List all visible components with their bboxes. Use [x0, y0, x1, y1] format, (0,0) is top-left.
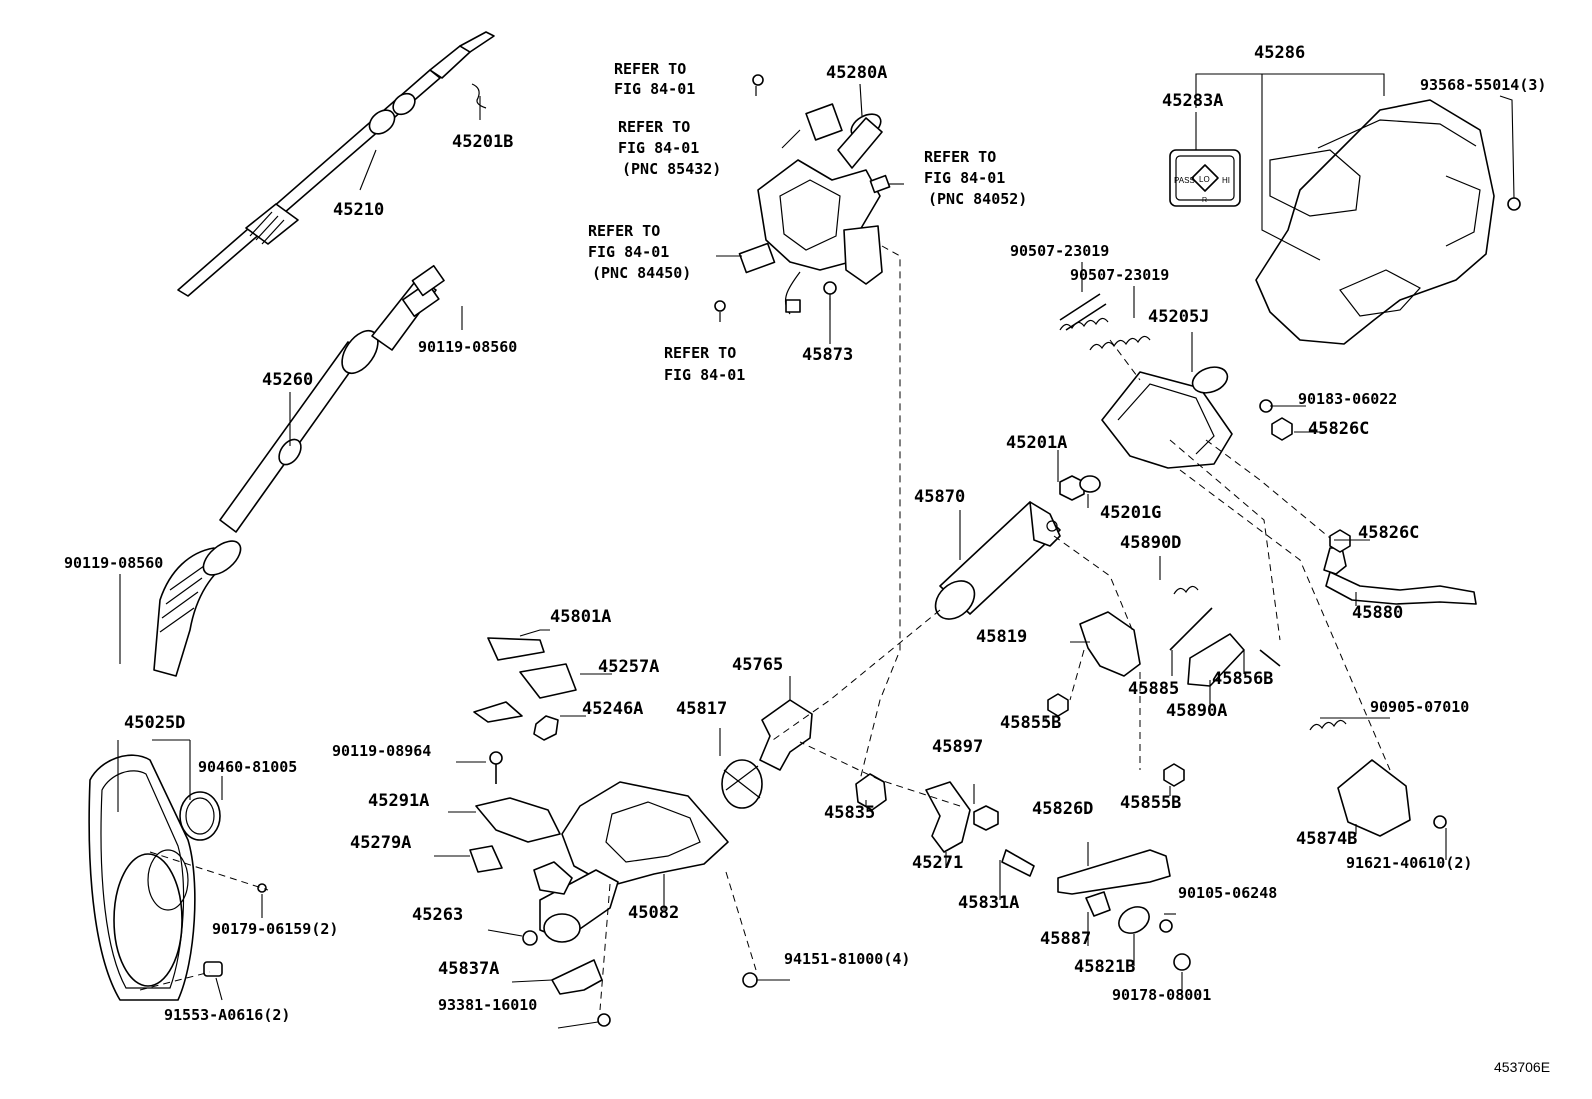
label-45817: 45817 — [676, 699, 727, 719]
label-45887: 45887 — [1040, 929, 1091, 949]
label-45210: 45210 — [333, 200, 384, 220]
label-45826C-top: 45826C — [1308, 419, 1369, 439]
label-45286: 45286 — [1254, 43, 1305, 63]
refer-note-3: REFER TO FIG 84-01 (PNC 84052) — [924, 148, 1027, 208]
label-90178-08001: 90178-08001 — [1112, 986, 1211, 1004]
label-45855B-right: 45855B — [1120, 793, 1181, 813]
intermediate-shaft-drawing — [177, 31, 495, 297]
label-45819: 45819 — [976, 627, 1027, 647]
label-90179-06159: 90179-06159(2) — [212, 920, 338, 938]
label-45826D: 45826D — [1032, 799, 1093, 819]
label-45201G: 45201G — [1100, 503, 1161, 523]
label-90105-06248: 90105-06248 — [1178, 884, 1277, 902]
refer-note-3-line2: FIG 84-01 — [924, 169, 1005, 187]
label-leader-lines — [117, 73, 1515, 1029]
label-45201B: 45201B — [452, 132, 513, 152]
label-91621-40610: 91621-40610(2) — [1346, 854, 1472, 872]
label-45890A: 45890A — [1166, 701, 1227, 721]
label-45025D: 45025D — [124, 713, 185, 733]
label-45831A: 45831A — [958, 893, 1019, 913]
lock-bracket-parts-drawing — [1047, 585, 1447, 837]
decal-pass-label: PASS — [1174, 176, 1195, 185]
label-90507-23019-a: 90507-23019 — [1010, 242, 1109, 260]
refer-note-3-line1: REFER TO — [924, 148, 996, 166]
refer-note-2: REFER TO FIG 84-01 (PNC 85432) — [618, 118, 721, 178]
turn-signal-decal: PASS LO HI R — [1174, 164, 1230, 204]
label-90460-81005: 90460-81005 — [198, 758, 297, 776]
refer-note-2-line2: FIG 84-01 — [618, 139, 699, 157]
assembly-reference-lines — [139, 245, 1391, 1011]
label-90183-06022: 90183-06022 — [1298, 390, 1397, 408]
refer-note-4-line3: (PNC 84450) — [592, 264, 691, 282]
label-45873: 45873 — [802, 345, 853, 365]
label-45260: 45260 — [262, 370, 313, 390]
label-45870: 45870 — [914, 487, 965, 507]
label-45765: 45765 — [732, 655, 783, 675]
column-cover-drawing — [1169, 99, 1521, 345]
label-45885: 45885 — [1128, 679, 1179, 699]
refer-note-3-line3: (PNC 84052) — [928, 190, 1027, 208]
label-45855B-left: 45855B — [1000, 713, 1061, 733]
label-45826C-bottom: 45826C — [1358, 523, 1419, 543]
tilt-pawl-lower-drawing — [925, 781, 1191, 971]
label-45205J: 45205J — [1148, 307, 1209, 327]
label-45874B: 45874B — [1296, 829, 1357, 849]
label-45835: 45835 — [824, 803, 875, 823]
refer-note-2-line1: REFER TO — [618, 118, 690, 136]
steering-shaft-assy-drawing — [153, 264, 445, 677]
refer-note-4-line1: REFER TO — [588, 222, 660, 240]
label-45837A: 45837A — [438, 959, 499, 979]
column-hole-cover-drawing — [88, 754, 267, 1001]
refer-note-4-line2: FIG 84-01 — [588, 243, 669, 261]
decal-hi-label: HI — [1222, 176, 1230, 185]
label-45279A: 45279A — [350, 833, 411, 853]
refer-to-notes: REFER TO FIG 84-01 REFER TO FIG 84-01 (P… — [588, 60, 1027, 384]
tilt-lever-handle-drawing — [1323, 529, 1477, 605]
steering-lock-housing-drawing — [714, 74, 891, 322]
label-45263: 45263 — [412, 905, 463, 925]
label-90905-07010: 90905-07010 — [1370, 698, 1469, 716]
decal-r-label: R — [1202, 197, 1207, 204]
part-number-labels: 45201B 45210 45260 90119-08560 90119-085… — [64, 43, 1546, 1024]
label-91553-A0616: 91553-A0616(2) — [164, 1006, 290, 1024]
label-90507-23019-b: 90507-23019 — [1070, 266, 1169, 284]
label-45880: 45880 — [1352, 603, 1403, 623]
refer-note-5-line2: FIG 84-01 — [664, 366, 745, 384]
lower-bracket-assy-drawing — [469, 637, 887, 1027]
column-tube-drawing — [934, 501, 1061, 620]
refer-note-1-line1: REFER TO — [614, 60, 686, 78]
label-90119-08964: 90119-08964 — [332, 742, 431, 760]
label-45291A: 45291A — [368, 791, 429, 811]
refer-note-1: REFER TO FIG 84-01 — [614, 60, 695, 98]
label-45801A: 45801A — [550, 607, 611, 627]
label-93381-16010: 93381-16010 — [438, 996, 537, 1014]
decal-lo-label: LO — [1199, 175, 1210, 184]
refer-note-5: REFER TO FIG 84-01 — [664, 344, 745, 384]
refer-note-4: REFER TO FIG 84-01 (PNC 84450) — [588, 222, 691, 282]
label-45821B: 45821B — [1074, 957, 1135, 977]
label-90119-08560-top: 90119-08560 — [418, 338, 517, 356]
tilt-lever-mechanism-drawing — [1059, 293, 1293, 501]
label-93568-55014: 93568-55014(3) — [1420, 76, 1546, 94]
label-45082: 45082 — [628, 903, 679, 923]
label-45283A: 45283A — [1162, 91, 1223, 111]
label-90119-08560-left: 90119-08560 — [64, 554, 163, 572]
refer-note-5-line1: REFER TO — [664, 344, 736, 362]
label-45271: 45271 — [912, 853, 963, 873]
refer-note-1-line2: FIG 84-01 — [614, 80, 695, 98]
refer-note-2-line3: (PNC 85432) — [622, 160, 721, 178]
label-45246A: 45246A — [582, 699, 643, 719]
figure-code: 453706E — [1494, 1059, 1550, 1075]
label-94151-81000: 94151-81000(4) — [784, 950, 910, 968]
label-45280A: 45280A — [826, 63, 887, 83]
label-45890D: 45890D — [1120, 533, 1181, 553]
label-45897: 45897 — [932, 737, 983, 757]
label-45257A: 45257A — [598, 657, 659, 677]
label-45856B: 45856B — [1212, 669, 1273, 689]
label-45201A: 45201A — [1006, 433, 1067, 453]
